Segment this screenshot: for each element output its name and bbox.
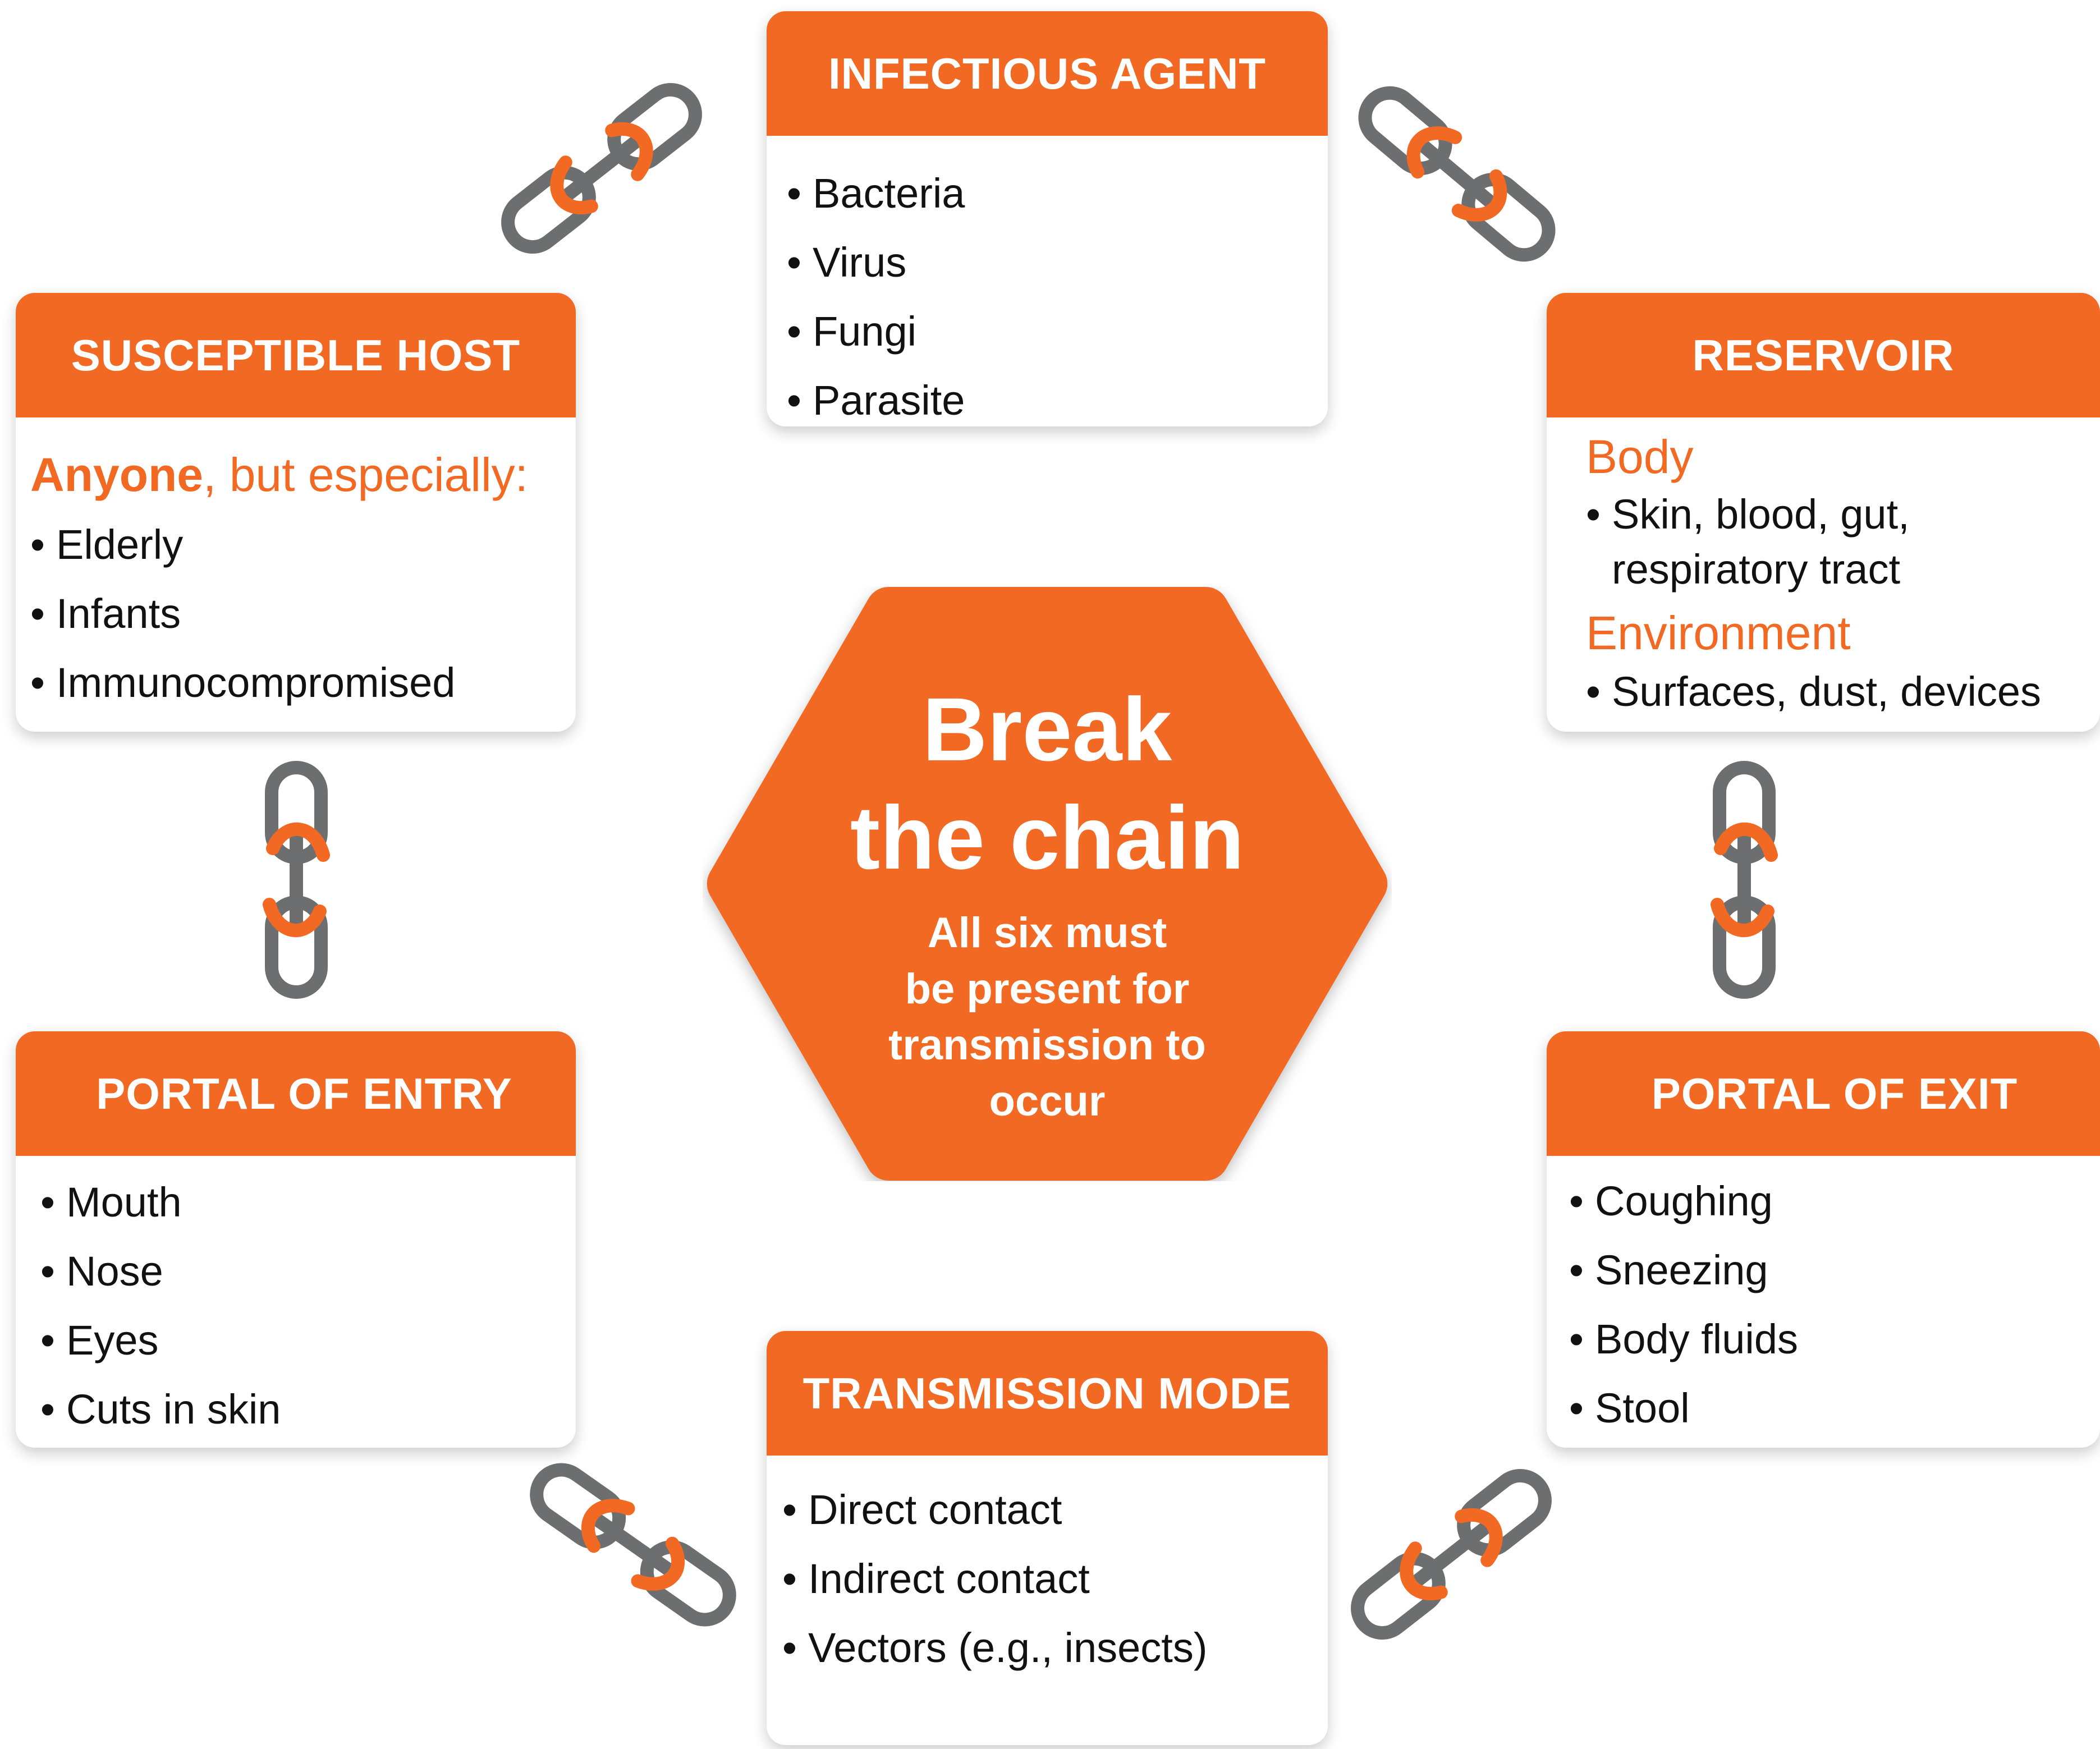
environment-heading: Environment xyxy=(1586,607,1851,659)
card-infectious-agent: INFECTIOUS AGENT •Bacteria •Virus •Fungi… xyxy=(767,11,1328,426)
list-item: •Infants xyxy=(30,590,181,637)
list-item: •Virus xyxy=(787,239,907,286)
broken-chain-link-icon xyxy=(1346,1464,1556,1645)
broken-chain-link-icon xyxy=(526,1458,741,1631)
list-item: •Elderly xyxy=(30,521,184,568)
hexagon-title-line1: Break xyxy=(922,679,1172,779)
list-item: •Coughing xyxy=(1569,1178,1773,1224)
card-title: PORTAL OF EXIT xyxy=(1547,1031,2100,1156)
list-item: •Fungi xyxy=(787,308,917,355)
card-title: RESERVOIR xyxy=(1547,293,2100,417)
broken-chain-link-icon xyxy=(497,78,707,259)
card-portal-of-entry: PORTAL OF ENTRY •Mouth •Nose •Eyes •Cuts… xyxy=(16,1031,576,1448)
list-item: •Skin, blood, gut, xyxy=(1586,491,1910,538)
broken-chain-link-icon xyxy=(269,768,323,992)
list-item: •Sneezing xyxy=(1569,1247,1768,1293)
broken-chain-link-icon xyxy=(1354,81,1560,267)
list-item: •Mouth xyxy=(40,1179,182,1225)
card-portal-of-exit: PORTAL OF EXIT •Coughing •Sneezing •Body… xyxy=(1547,1031,2100,1448)
hexagon-subtitle-line: occur xyxy=(989,1077,1106,1125)
host-intro: Anyone, but especially: xyxy=(30,448,529,501)
hexagon-title-line2: the chain xyxy=(850,787,1245,888)
list-item: •Direct contact xyxy=(782,1486,1062,1533)
list-item: •Nose xyxy=(40,1248,163,1294)
card-title: SUSCEPTIBLE HOST xyxy=(16,293,576,417)
list-item: •Stool xyxy=(1569,1385,1690,1431)
card-title: TRANSMISSION MODE xyxy=(767,1331,1328,1456)
list-item: •Parasite xyxy=(787,377,965,424)
list-item: •Bacteria xyxy=(787,170,965,217)
list-item: •Indirect contact xyxy=(782,1555,1090,1602)
list-item: •Immunocompromised xyxy=(30,659,456,706)
card-transmission-mode: TRANSMISSION MODE •Direct contact •Indir… xyxy=(767,1331,1328,1745)
list-item: •Surfaces, dust, devices xyxy=(1586,668,2042,715)
list-item: •Body fluids xyxy=(1569,1316,1798,1362)
hexagon-subtitle-line: transmission to xyxy=(888,1021,1206,1069)
body-heading: Body xyxy=(1586,430,1694,483)
card-susceptible-host: SUSCEPTIBLE HOST Anyone, but especially:… xyxy=(16,293,576,732)
list-item-continuation: respiratory tract xyxy=(1612,546,1901,593)
list-item: •Eyes xyxy=(40,1317,159,1364)
card-reservoir: RESERVOIR Body •Skin, blood, gut, respir… xyxy=(1547,293,2100,732)
list-item: •Vectors (e.g., insects) xyxy=(782,1624,1208,1671)
card-title: PORTAL OF ENTRY xyxy=(16,1031,576,1156)
hexagon-subtitle-line: be present for xyxy=(905,965,1190,1013)
center-hexagon: Break the chain All six must be present … xyxy=(703,586,1392,1181)
list-item: •Cuts in skin xyxy=(40,1386,281,1433)
card-title: INFECTIOUS AGENT xyxy=(767,11,1328,136)
broken-chain-link-icon xyxy=(1717,768,1771,992)
hexagon-subtitle-line: All six must xyxy=(927,909,1167,957)
